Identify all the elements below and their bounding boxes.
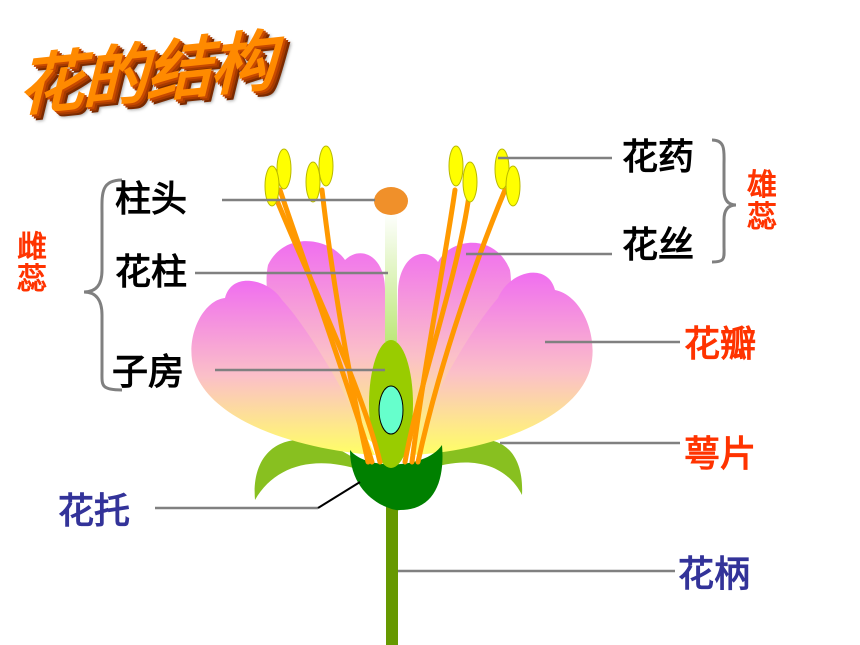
petal-label: 花瓣	[684, 324, 757, 365]
anther-6	[462, 161, 478, 203]
filament-label: 花丝	[622, 225, 695, 266]
stamen-brace	[711, 138, 737, 264]
petal-left	[191, 280, 375, 455]
pistil-style	[385, 212, 397, 342]
pistil-brace	[83, 178, 123, 392]
anther-label: 花药	[622, 137, 695, 178]
leader-receptacle-tip	[317, 481, 361, 509]
ovary-label: 子房	[112, 352, 185, 393]
petal-right	[410, 272, 593, 455]
anther-3	[318, 145, 334, 187]
ovule	[378, 385, 404, 435]
style-label: 花柱	[115, 252, 188, 293]
anther-5	[448, 145, 464, 187]
filament-3	[269, 185, 383, 465]
filament-6	[402, 185, 473, 465]
sepal-left	[254, 439, 360, 500]
petal-back-right	[395, 242, 511, 450]
pedicel-label: 花柄	[678, 554, 751, 595]
stigma-label: 柱头	[115, 179, 188, 220]
filament-4	[409, 187, 458, 465]
receptacle-label: 花托	[58, 491, 131, 532]
stamen-label: 雄蕊	[747, 168, 777, 235]
anther-4	[305, 161, 321, 203]
pistil-label: 雌蕊	[17, 230, 47, 297]
pedicel-stem	[386, 495, 398, 645]
filament-2	[319, 187, 371, 465]
anther-2	[264, 165, 280, 207]
sepal-label: 萼片	[684, 434, 757, 475]
anther-8	[505, 165, 521, 207]
anther-1	[276, 148, 292, 190]
pistil-stigma	[374, 187, 408, 215]
filament-5	[415, 187, 508, 465]
sepal-right	[425, 439, 523, 495]
